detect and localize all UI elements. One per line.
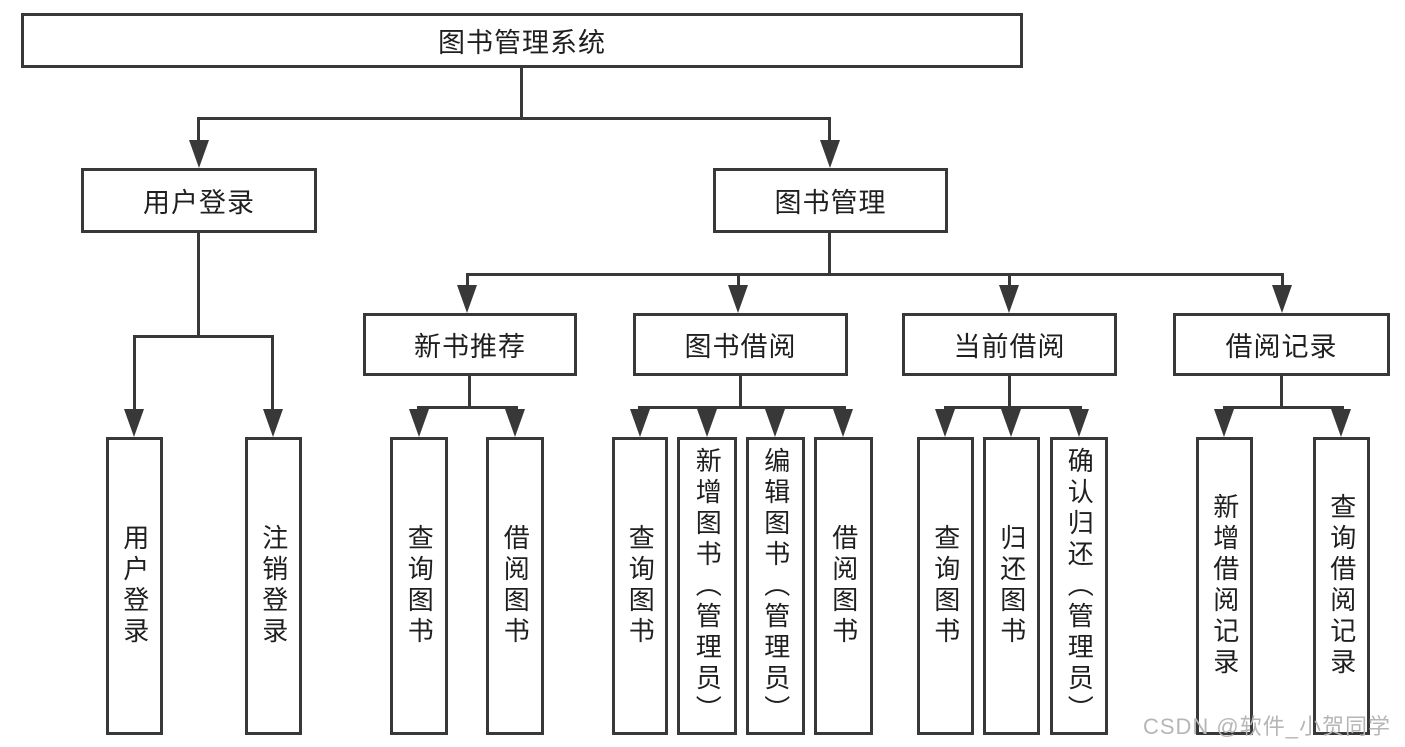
connector-user-leaf2-shaft <box>271 335 274 413</box>
leaf-user-login: 用户登录 <box>106 437 163 735</box>
arrow-down-icon <box>457 285 477 313</box>
connector-l2-shaft-4 <box>1281 273 1284 289</box>
arrow-down-icon <box>189 140 209 168</box>
connector-user-login-shaft <box>197 117 200 143</box>
connector-l2-shaft-3 <box>1008 273 1011 289</box>
node-user-login: 用户登录 <box>81 168 317 233</box>
arrow-down-icon <box>505 409 525 437</box>
arrow-down-icon <box>697 409 717 437</box>
arrow-down-icon <box>765 409 785 437</box>
leaf-query-books-recommend: 查询图书 <box>390 437 448 735</box>
leaf-confirm-return-admin: 确认归还（管理员） <box>1050 437 1108 735</box>
connector-l2-shaft-2 <box>737 273 740 289</box>
arrow-down-icon <box>1331 409 1351 437</box>
node-borrow-records: 借阅记录 <box>1173 313 1390 376</box>
arrow-down-icon <box>409 409 429 437</box>
node-book-management: 图书管理 <box>713 168 948 233</box>
arrow-down-icon <box>728 285 748 313</box>
connector-current-hline <box>944 406 1082 409</box>
leaf-query-books-borrow: 查询图书 <box>612 437 668 735</box>
leaf-logout: 注销登录 <box>245 437 302 735</box>
arrow-down-icon <box>124 409 144 437</box>
node-book-borrow: 图书借阅 <box>633 313 848 376</box>
connector-user-hline <box>133 335 274 338</box>
leaf-borrow-books: 借阅图书 <box>814 437 873 735</box>
arrow-down-icon <box>1001 409 1021 437</box>
connector-current-stub <box>1008 376 1011 406</box>
leaf-return-books: 归还图书 <box>983 437 1040 735</box>
arrow-down-icon <box>935 409 955 437</box>
arrow-down-icon <box>1214 409 1234 437</box>
arrow-down-icon <box>999 285 1019 313</box>
leaf-add-books-admin: 新增图书（管理员） <box>677 437 737 735</box>
node-library-management-system: 图书管理系统 <box>21 13 1023 68</box>
arrow-down-icon <box>263 409 283 437</box>
arrow-down-icon <box>630 409 650 437</box>
connector-mgmt-stub <box>828 233 831 273</box>
leaf-query-books-current: 查询图书 <box>917 437 974 735</box>
connector-records-stub <box>1280 376 1283 406</box>
arrow-down-icon <box>833 409 853 437</box>
connector-recommend-stub <box>468 376 471 406</box>
connector-borrow-hline <box>638 406 846 409</box>
connector-l2-shaft-1 <box>466 273 469 289</box>
connector-recommend-hline <box>417 406 518 409</box>
leaf-add-borrow-record: 新增借阅记录 <box>1196 437 1253 735</box>
node-current-borrow: 当前借阅 <box>902 313 1117 376</box>
arrow-down-icon <box>1272 285 1292 313</box>
connector-level1-hline <box>197 117 831 120</box>
connector-records-hline <box>1223 406 1344 409</box>
connector-user-stub <box>197 233 200 335</box>
node-new-book-recommend: 新书推荐 <box>363 313 577 376</box>
csdn-watermark: CSDN @软件_小贺同学 <box>1142 714 1391 739</box>
leaf-borrow-books-recommend: 借阅图书 <box>486 437 544 735</box>
connector-borrow-stub <box>739 376 742 406</box>
leaf-query-borrow-record: 查询借阅记录 <box>1313 437 1370 735</box>
connector-level2-hline <box>466 273 1284 276</box>
arrow-down-icon <box>820 140 840 168</box>
connector-user-leaf1-shaft <box>133 335 136 413</box>
connector-book-mgmt-shaft <box>828 117 831 143</box>
connector-root-trunk <box>520 68 523 117</box>
arrow-down-icon <box>1069 409 1089 437</box>
leaf-edit-books-admin: 编辑图书（管理员） <box>746 437 805 735</box>
